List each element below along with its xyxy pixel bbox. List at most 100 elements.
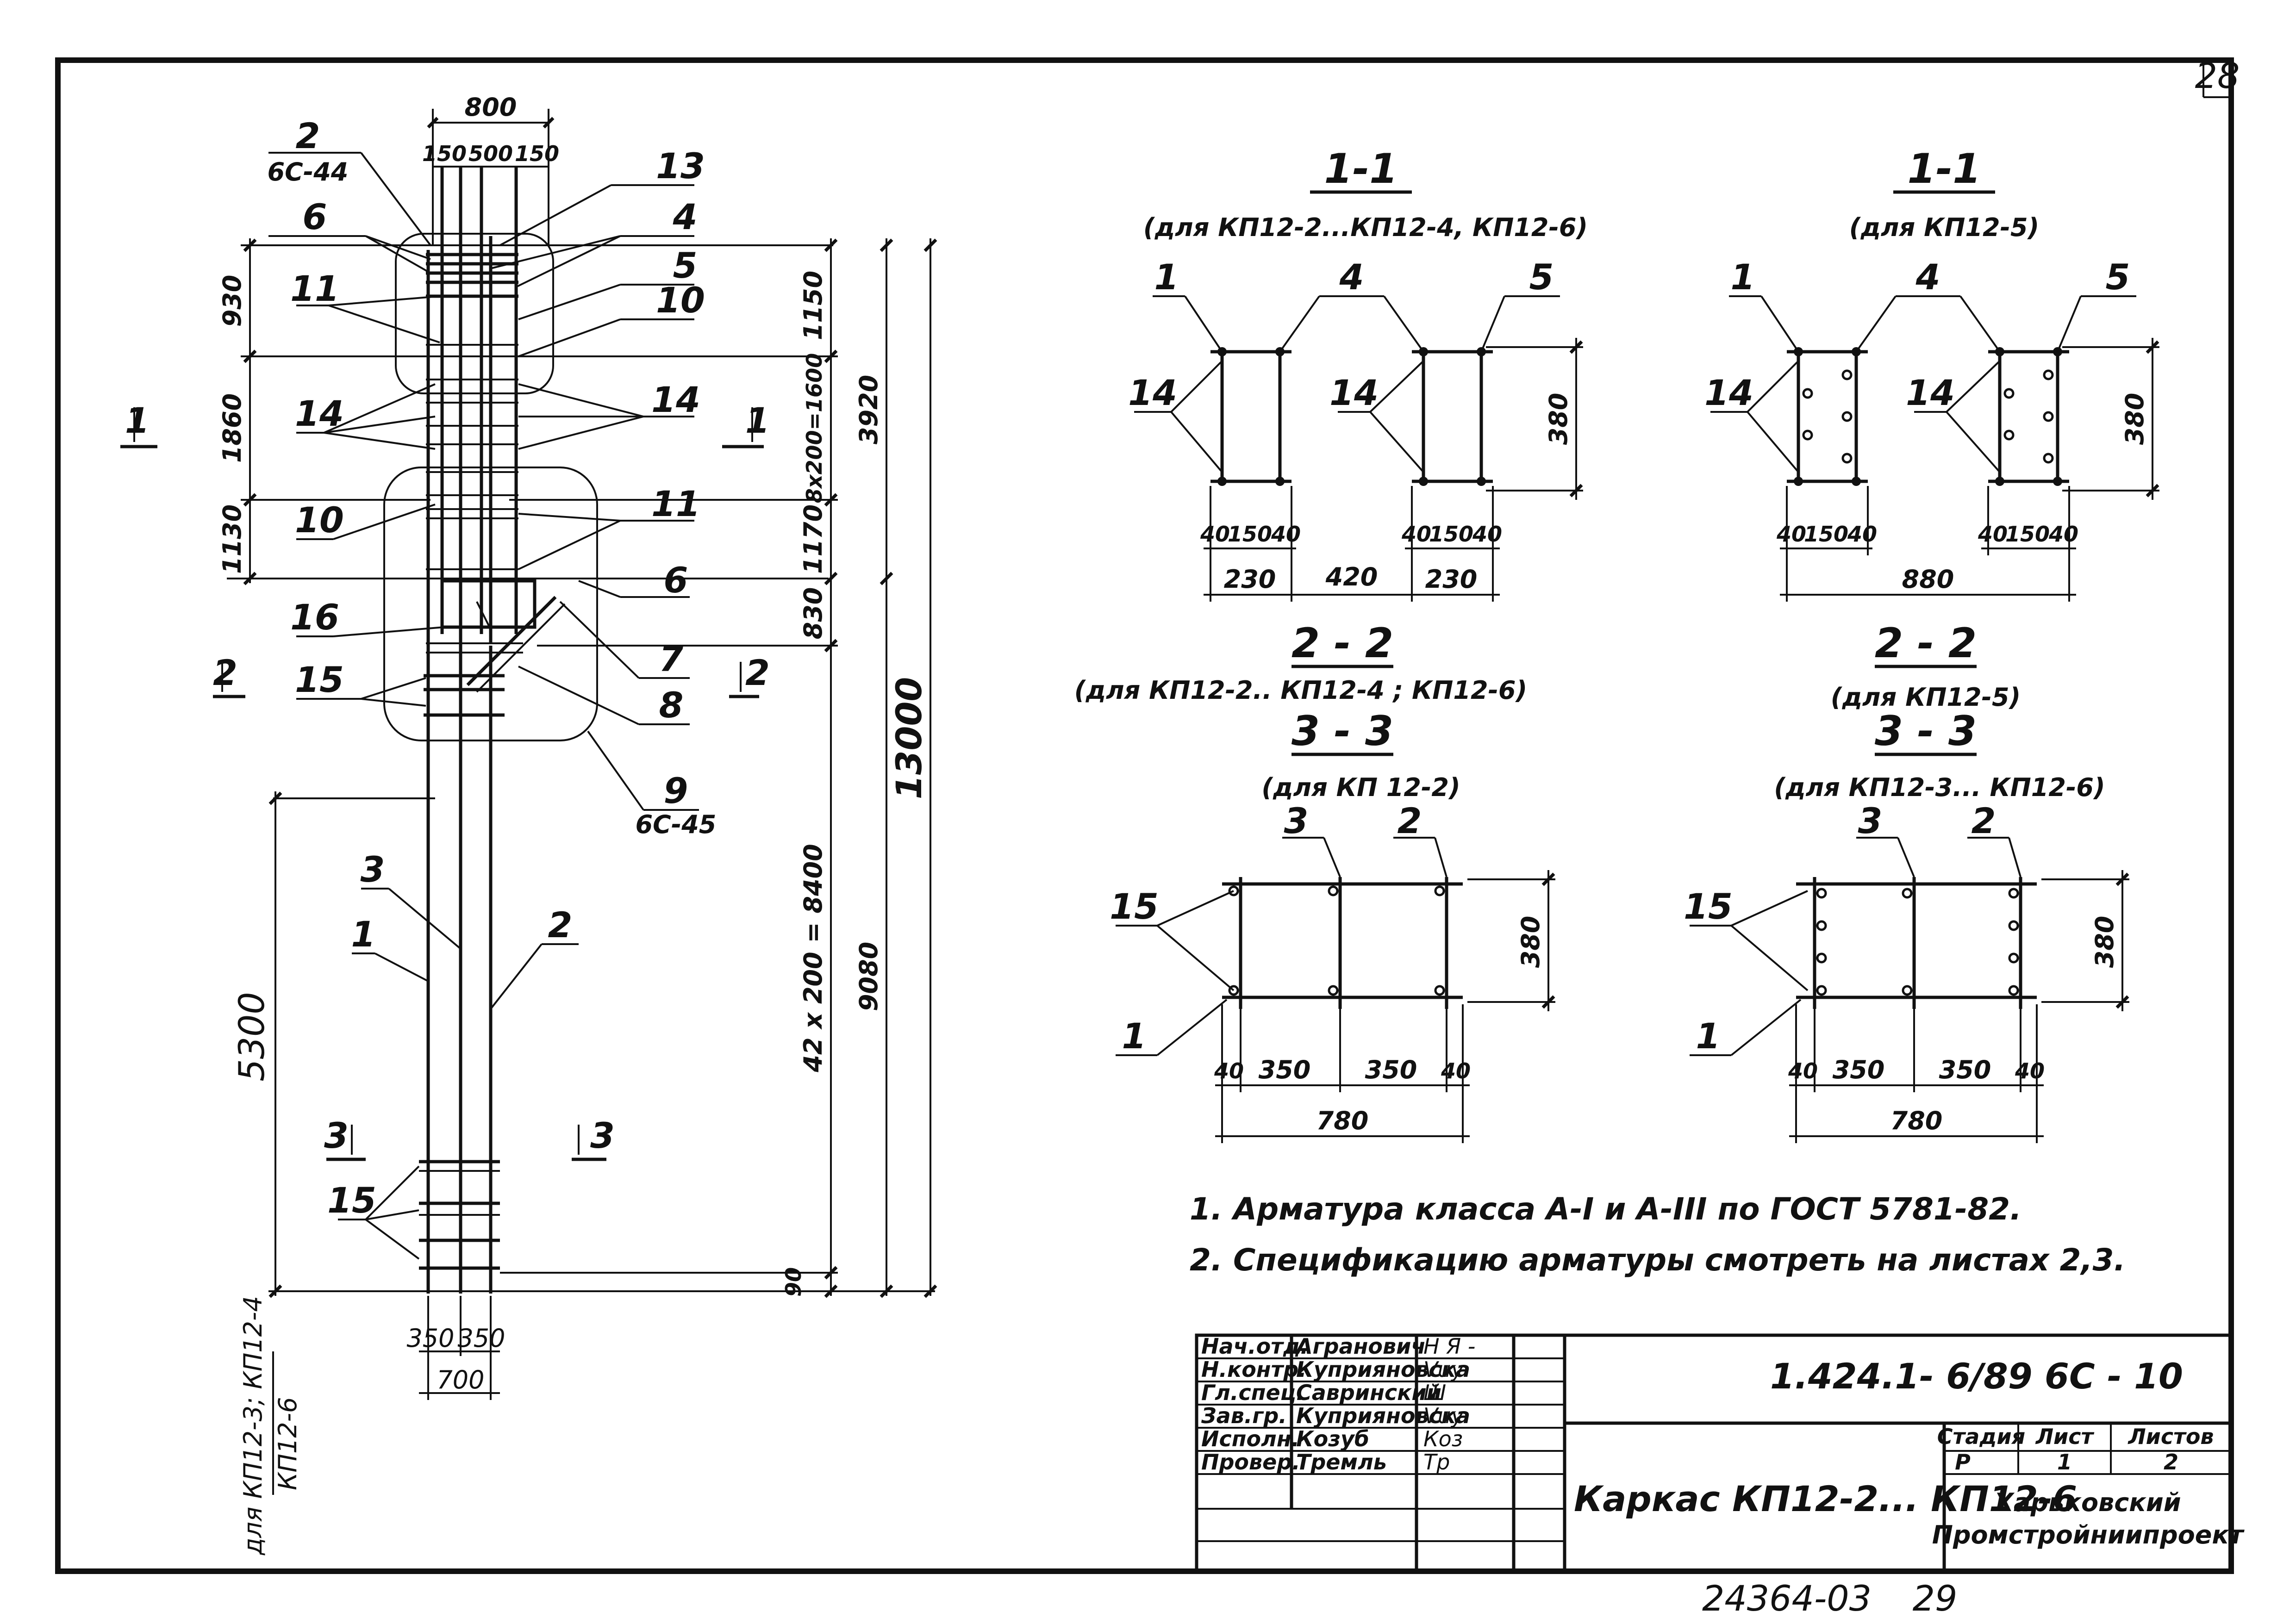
section-3-3-a-dim-350a: 350 [1259, 1055, 1311, 1084]
section-3-3-b-subtitle: (для КП12-3... КП12-6) [1774, 773, 2105, 802]
callout-6-mid: 6 [664, 560, 688, 601]
callout-13: 13 [656, 145, 705, 187]
note-1: 1. Арматура класса А-I и А-III по ГОСТ 5… [1190, 1191, 2021, 1227]
tb-sheet: 1 [2057, 1450, 2072, 1475]
dim-5300: 5300 [231, 992, 272, 1081]
dim-left-1130: 1130 [218, 504, 247, 574]
tb-sign-3: Ш [1423, 1380, 1446, 1405]
bottom-rungs [419, 1160, 500, 1270]
section-1-1-b-title: 1-1 [1908, 145, 1981, 193]
section-3-3-b-title: 3 - 3 [1875, 707, 1977, 755]
bottom-code: 24364-03 [1702, 1578, 1872, 1619]
callout-4: 4 [673, 196, 698, 237]
tb-role-5: Исполн. [1201, 1426, 1299, 1451]
tb-sign-6: Тр [1423, 1450, 1450, 1475]
section-mark-1-left: 1 [125, 400, 150, 441]
callout-14-right: 14 [651, 379, 700, 420]
tb-role-1: Нач.отд. [1201, 1334, 1308, 1359]
dim-right-90: 90 [781, 1267, 806, 1297]
section-1-1-a-label-14a: 14 [1128, 372, 1177, 413]
callout-16: 16 [290, 597, 339, 638]
tb-name-5: Козуб [1296, 1426, 1369, 1451]
section-3-3-a: 3 - 3 (для КП 12-2) 3 2 15 1 380 40 350 … [1110, 707, 1555, 1143]
tb-org-line1: Харьковский [1993, 1488, 2181, 1517]
section-2-2-a-subtitle: (для КП12-2.. КП12-4 ; КП12-6) [1074, 676, 1527, 705]
tb-sign-4: Vuy [1423, 1403, 1464, 1428]
dim-top-overall: 800 [465, 93, 517, 122]
tb-name-6: Тремль [1296, 1450, 1387, 1475]
section-2-2-b-subtitle: (для КП12-5) [1831, 683, 2021, 712]
section-1-1-a: 1-1 (для КП12-2...КП12-4, КП12-6) 1 4 5 … [1128, 145, 1588, 602]
section-3-3-b: 3 - 3 (для КП12-3... КП12-6) 3 2 15 1 38… [1684, 707, 2129, 1143]
section-1-1-a-label-4: 4 [1339, 256, 1364, 298]
dim-right-1600: 8x200=1600 [802, 353, 827, 503]
section-3-3-b-dim-40b: 40 [2015, 1058, 2045, 1083]
section-3-3-a-label-3: 3 [1284, 800, 1309, 841]
section-mark-1-right: 1 [745, 400, 770, 441]
section-3-3-b-dim-380: 380 [2090, 916, 2119, 968]
tb-sign-2: Vuy [1423, 1357, 1464, 1382]
callout-15-mid: 15 [295, 659, 344, 700]
section-1-1-b-label-14a: 14 [1704, 372, 1753, 413]
general-notes: 1. Арматура класса А-I и А-III по ГОСТ 5… [1190, 1191, 2126, 1278]
section-1-1-b-dim-380: 380 [2120, 393, 2149, 445]
section-3-3-b-dim-350b: 350 [1939, 1055, 1991, 1084]
section-mark-3-right: 3 [590, 1115, 615, 1156]
section-3-3-a-title: 3 - 3 [1292, 707, 1393, 755]
tb-sheet-label: Лист [2035, 1424, 2095, 1449]
callout-9-sub: 6С-45 [636, 810, 717, 839]
callout-14-left: 14 [295, 393, 344, 434]
section-mark-2-left: 2 [213, 652, 237, 693]
callout-15-bottom: 15 [327, 1180, 376, 1221]
section-1-1-a-label-5: 5 [1529, 256, 1554, 298]
section-1-1-a-dim-150a: 150 [1228, 522, 1272, 547]
section-1-1-a-dim-420: 420 [1325, 562, 1378, 591]
tb-role-3: Гл.спец. [1201, 1380, 1304, 1405]
section-1-1-b-dim-150a: 150 [1804, 522, 1848, 547]
tb-name-3: Савринский [1296, 1380, 1441, 1405]
dim-right-3920: 3920 [854, 375, 883, 444]
callout-leaders [268, 152, 699, 1260]
callout-labels: 2 6С-44 13 4 6 5 11 10 14 14 10 11 6 16 … [268, 115, 717, 1221]
section-1-1-b-dim-40a: 40 [1776, 522, 1806, 547]
section-3-3-a-subtitle: (для КП 12-2) [1261, 773, 1460, 802]
callout-3: 3 [361, 849, 385, 890]
section-1-1-b-label-5: 5 [2106, 256, 2130, 298]
dim-left-1860: 1860 [218, 393, 247, 463]
tb-role-2: Н.контр. [1201, 1357, 1307, 1382]
section-1-1-a-dim-150b: 150 [1429, 522, 1473, 547]
section-3-3-a-dim-780: 780 [1316, 1106, 1369, 1135]
dim-top-right: 150 [515, 141, 559, 166]
callout-11-mid: 11 [651, 483, 700, 524]
callout-6-top: 6 [303, 196, 327, 237]
tb-name-1: Агранович [1295, 1334, 1426, 1359]
callout-11-top: 11 [290, 268, 339, 309]
section-3-3-b-label-3: 3 [1858, 800, 1883, 841]
section-3-3-b-dim-350a: 350 [1833, 1055, 1885, 1084]
dim-right-1170: 1170 [799, 504, 828, 574]
dim-right-1150: 1150 [799, 271, 828, 340]
section-1-1-b-dim-150b: 150 [2005, 522, 2050, 547]
section-3-3-b-label-15: 15 [1684, 886, 1733, 927]
section-2-2-a-title: 2 - 2 [1292, 619, 1393, 667]
callout-8: 8 [659, 684, 684, 726]
dim-bottom-total: 700 [437, 1365, 484, 1394]
section-1-1-b-dim-40c: 40 [1978, 522, 2008, 547]
section-1-1-b-dim-40b: 40 [1847, 522, 1877, 547]
page-number: 28 [2195, 55, 2240, 96]
section-3-3-a-label-1: 1 [1122, 1015, 1147, 1057]
callout-2-top-sub: 6С-44 [268, 157, 349, 187]
dim-bottom-right: 350 [457, 1324, 505, 1353]
callout-9: 9 [664, 770, 688, 811]
note-2: 2. Спецификацию арматуры смотреть на лис… [1190, 1242, 2126, 1278]
section-1-1-a-dim-380: 380 [1544, 393, 1573, 445]
elevation-view: 800 150 500 150 [120, 93, 937, 1556]
dim-bottom-left: 350 [406, 1324, 454, 1353]
section-mark-3-left: 3 [324, 1115, 349, 1156]
section-marks: 1 1 2 2 3 3 [120, 400, 770, 1161]
tb-role-6: Провер. [1201, 1450, 1300, 1475]
section-1-1-b-subtitle: (для КП12-5) [1849, 213, 2039, 242]
tb-role-4: Зав.гр. [1201, 1403, 1287, 1428]
section-1-1-b-dim-40d: 40 [2048, 522, 2078, 547]
callout-5: 5 [673, 245, 698, 286]
